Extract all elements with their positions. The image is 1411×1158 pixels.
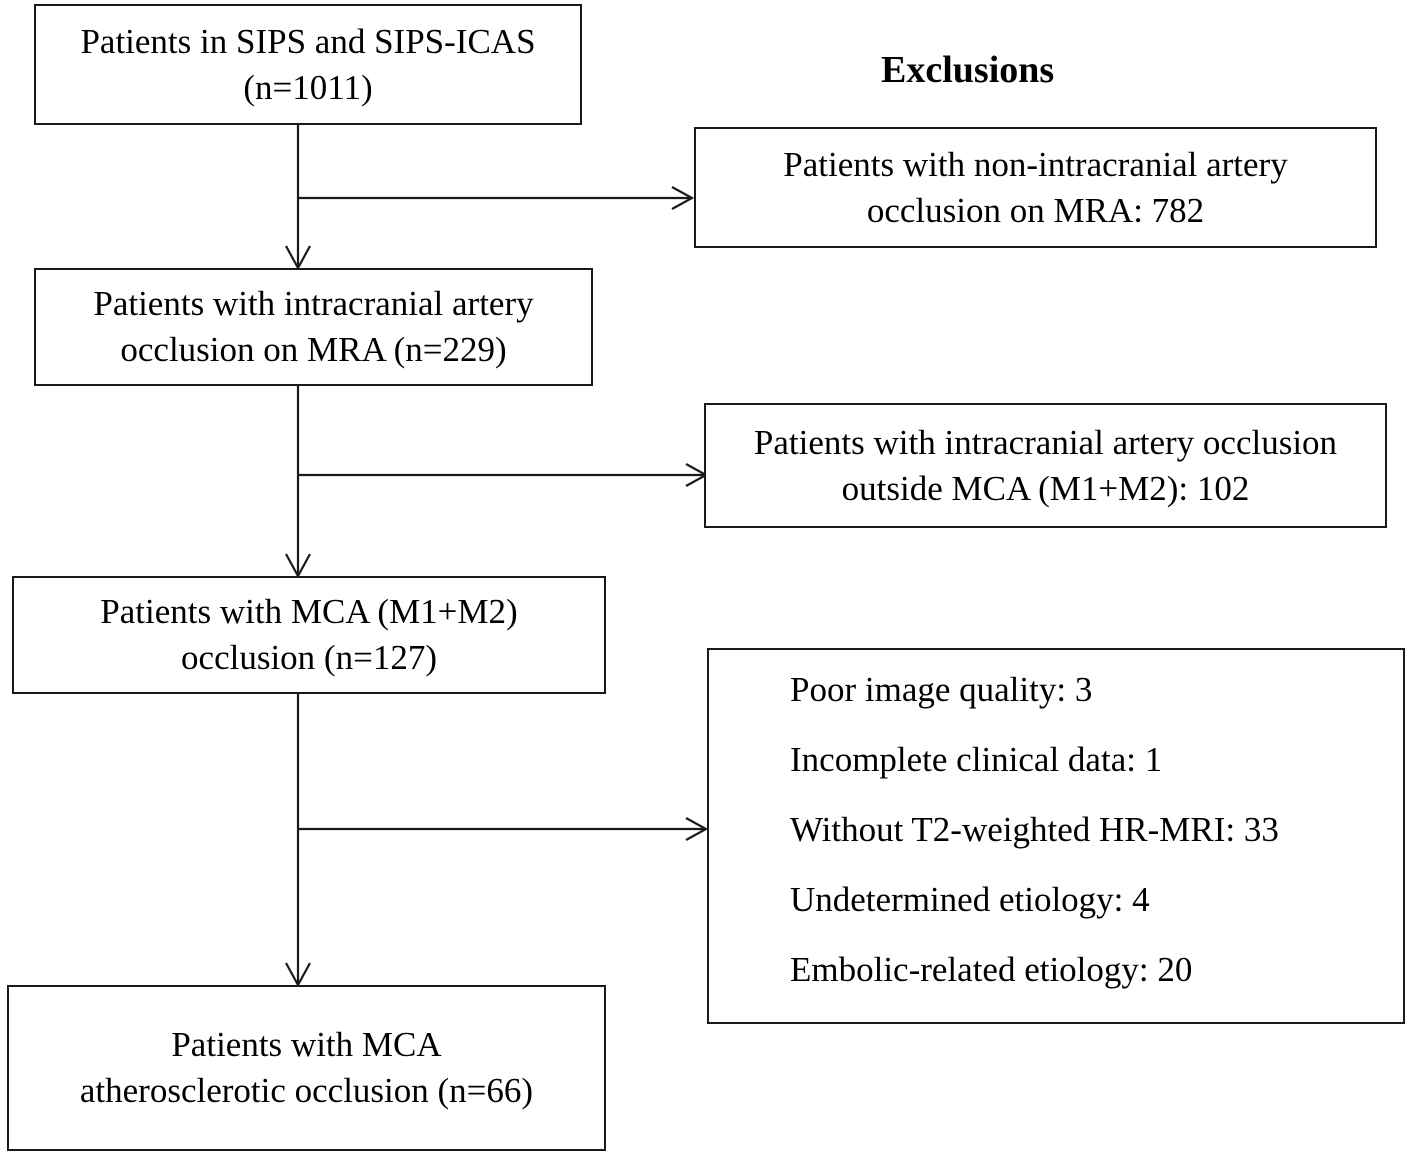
box-exclusion-non-intracranial-line-2: occlusion on MRA: 782 — [866, 190, 1205, 230]
box-final-cohort-line-2: atherosclerotic occlusion (n=66) — [79, 1071, 534, 1110]
box-intracranial-occlusion: Patients with intracranial artery occlus… — [34, 268, 593, 386]
exclusions-heading: Exclusions — [881, 49, 1055, 91]
exclusion-item-poor-image-quality: Poor image quality: 3 — [790, 670, 1093, 709]
exclusion-item-incomplete-clinical-data: Incomplete clinical data: 1 — [790, 740, 1163, 779]
box-all-patients-line-2: (n=1011) — [243, 67, 373, 107]
exclusion-item-embolic-etiology: Embolic-related etiology: 20 — [790, 950, 1193, 989]
box-all-patients-line-1: Patients in SIPS and SIPS-ICAS — [80, 21, 536, 61]
box-final-cohort-line-1: Patients with MCA — [171, 1025, 442, 1064]
box-all-patients: Patients in SIPS and SIPS-ICAS (n=1011) — [34, 4, 582, 125]
box-exclusion-outside-mca-line-2: outside MCA (M1+M2): 102 — [841, 468, 1250, 508]
box-exclusion-non-intracranial-line-1: Patients with non-intracranial artery — [783, 144, 1288, 184]
exclusion-item-without-t2-hrmri: Without T2-weighted HR-MRI: 33 — [790, 810, 1279, 849]
arrowhead-right-3 — [685, 817, 709, 841]
box-exclusion-outside-mca-line-1: Patients with intracranial artery occlus… — [753, 422, 1338, 462]
box-intracranial-occlusion-line-2: occlusion on MRA (n=229) — [120, 330, 507, 369]
arrowhead-right-1 — [671, 186, 695, 210]
exclusion-item-undetermined-etiology: Undetermined etiology: 4 — [790, 880, 1150, 919]
box-intracranial-occlusion-line-1: Patients with intracranial artery — [93, 284, 534, 323]
box-mca-occlusion: Patients with MCA (M1+M2) occlusion (n=1… — [12, 576, 606, 694]
box-exclusion-criteria-list: Poor image quality: 3 Incomplete clinica… — [707, 648, 1405, 1024]
box-mca-occlusion-line-2: occlusion (n=127) — [181, 638, 437, 677]
box-mca-occlusion-line-1: Patients with MCA (M1+M2) — [100, 592, 518, 631]
box-exclusion-non-intracranial: Patients with non-intracranial artery oc… — [694, 127, 1377, 248]
box-final-cohort: Patients with MCA atherosclerotic occlus… — [7, 985, 606, 1151]
box-exclusion-outside-mca: Patients with intracranial artery occlus… — [704, 403, 1387, 528]
